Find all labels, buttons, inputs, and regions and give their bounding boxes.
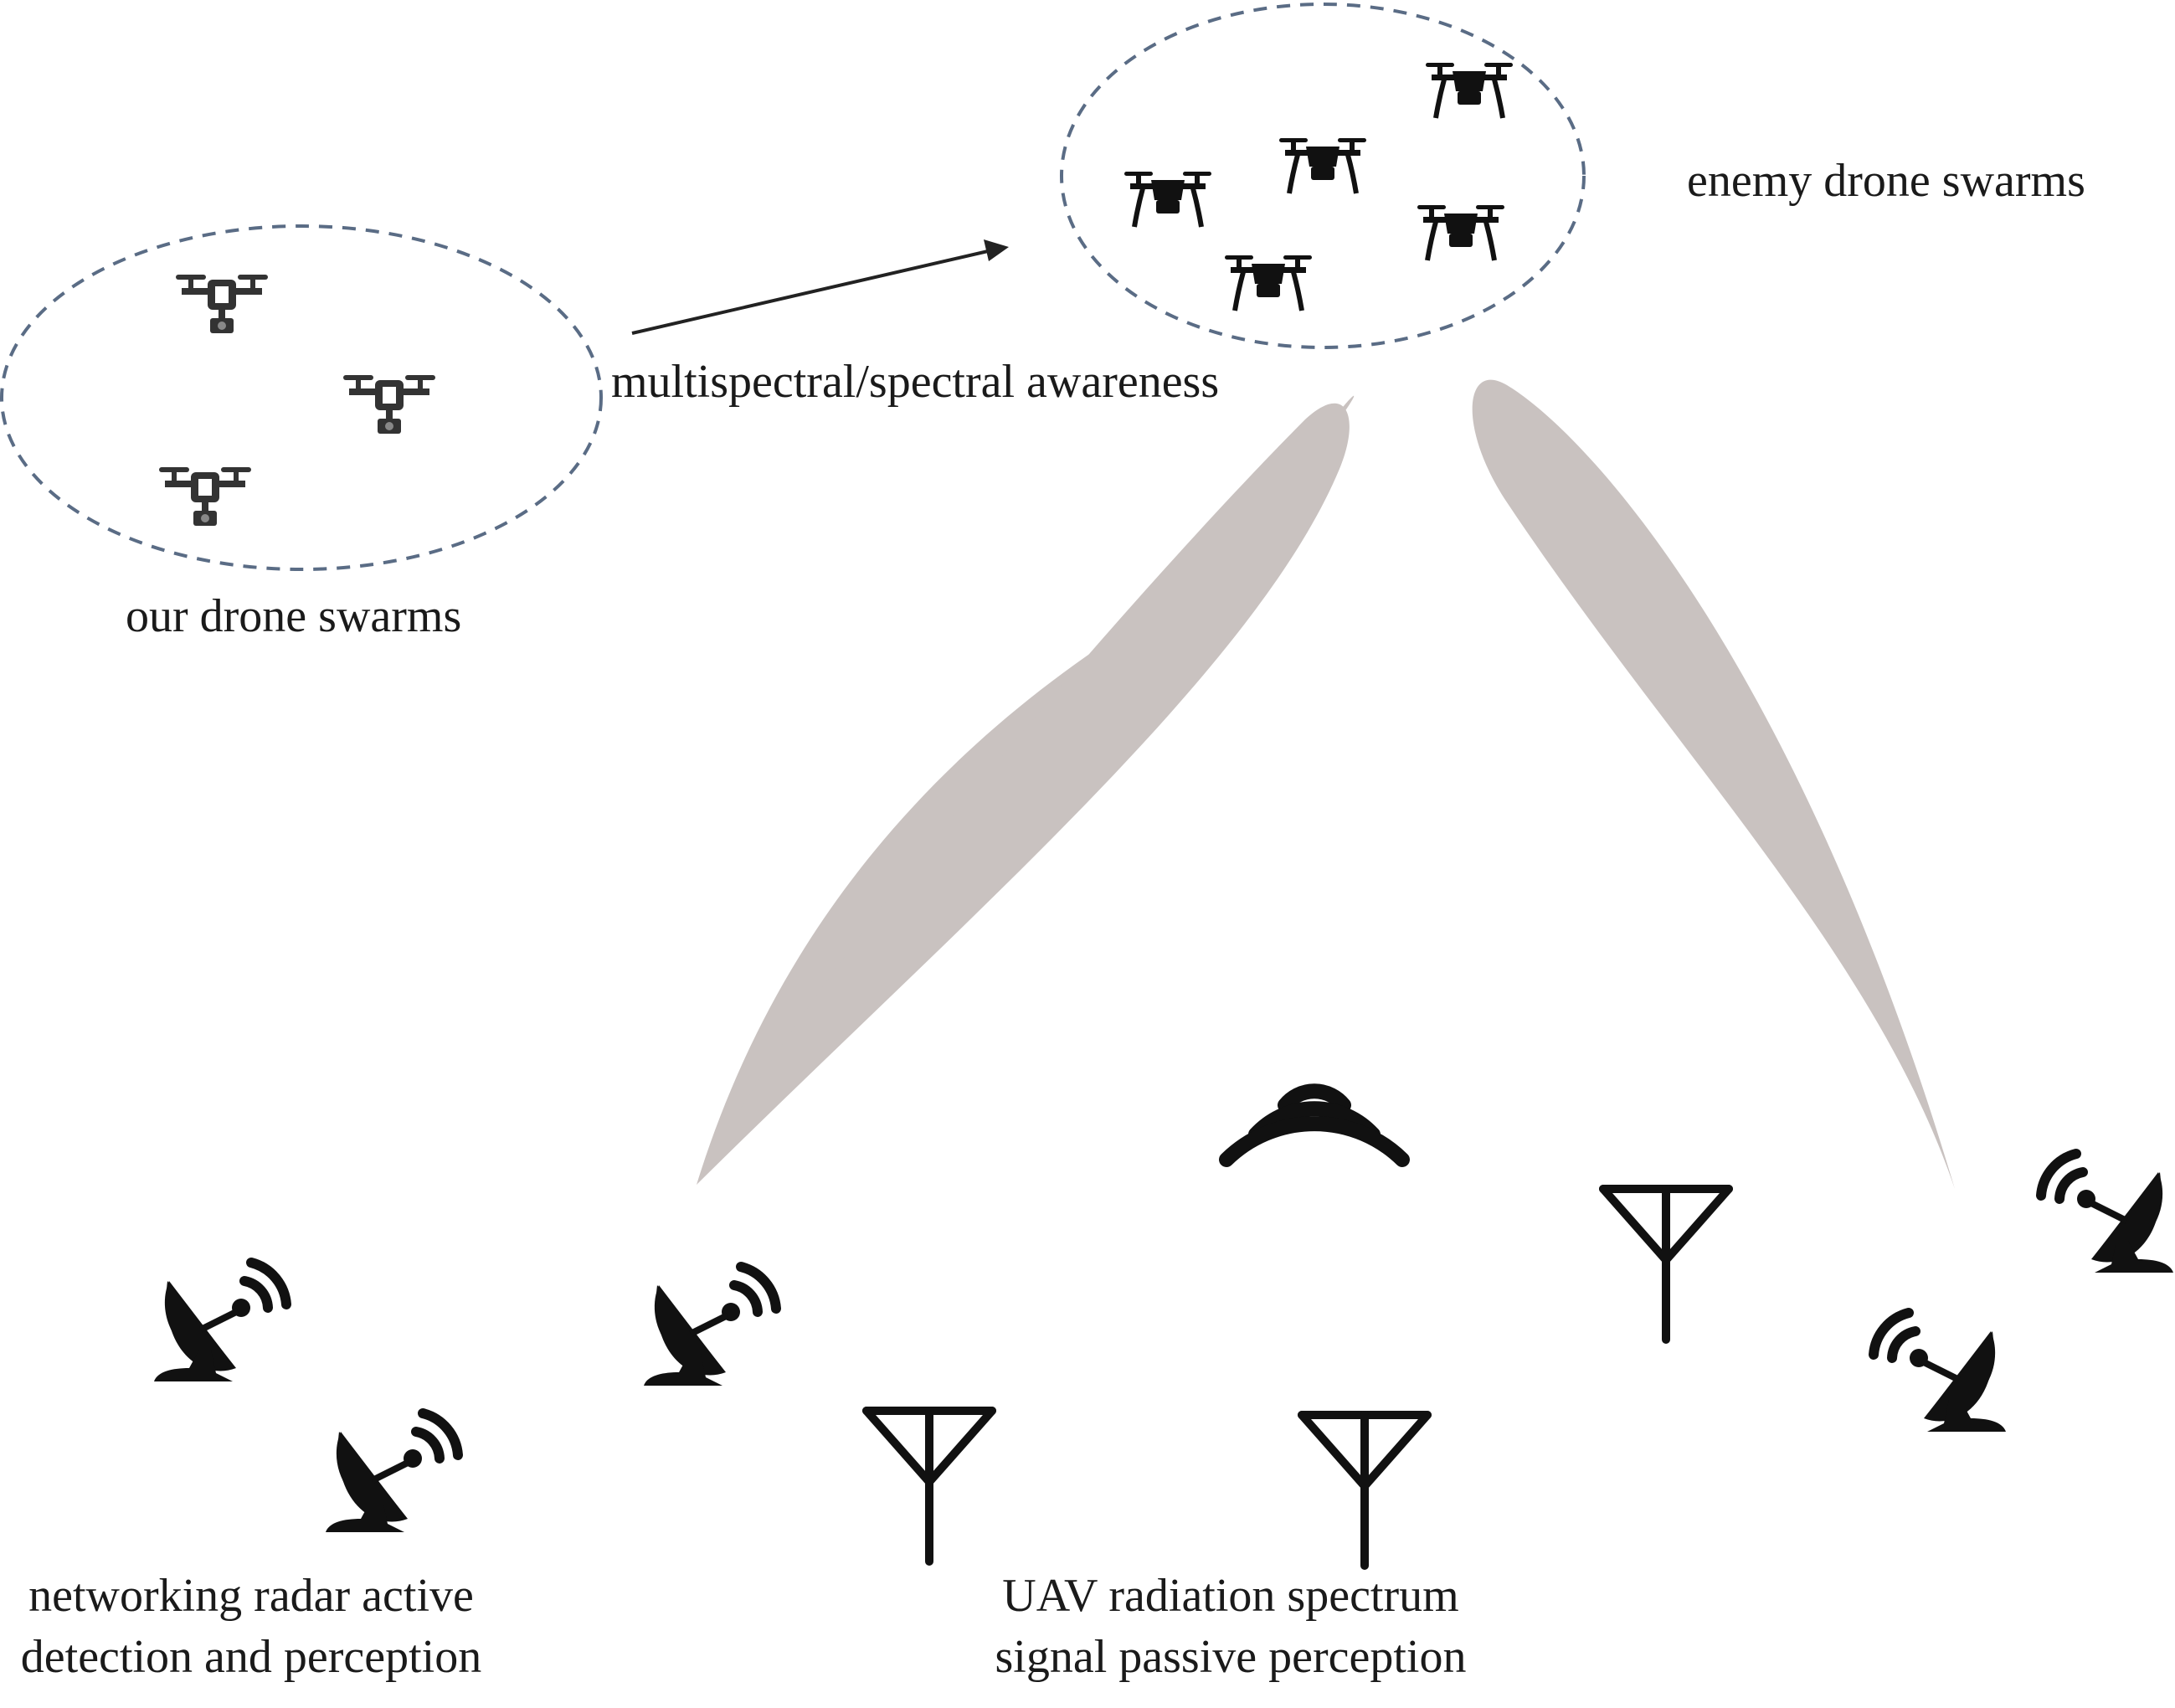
antenna-icon <box>866 1411 992 1561</box>
awareness-label: multispectral/spectral awareness <box>611 356 1220 408</box>
radar-caption: networking radar active detection and pe… <box>8 1566 494 1688</box>
enemy-drone-icon <box>1225 255 1312 311</box>
radar-caption-line2: detection and perception <box>20 1630 482 1683</box>
enemy-swarm-ellipse <box>1060 3 1586 349</box>
radar-dish-icon <box>1874 1313 2006 1432</box>
radar-dish-icon <box>326 1413 458 1532</box>
enemy-drone-icon <box>1124 172 1211 227</box>
our-swarm-label: our drone swarms <box>126 590 462 642</box>
radar-dish-icon <box>644 1267 776 1386</box>
enemy-drone-icon <box>1426 63 1513 118</box>
right-beam <box>1472 379 1955 1189</box>
uav-caption-line1: UAV radiation spectrum <box>1002 1570 1459 1622</box>
enemy-drone-icon <box>1279 138 1366 193</box>
our-swarm-ellipse <box>0 224 603 571</box>
radar-dish-icon <box>154 1263 286 1381</box>
our-drone-icon <box>175 274 269 334</box>
uav-caption: UAV radiation spectrum signal passive pe… <box>971 1566 1490 1688</box>
arrow-head <box>984 239 1009 261</box>
radar-dish-icon <box>2041 1154 2173 1273</box>
antenna-icon <box>1302 1415 1427 1566</box>
awareness-arrow <box>631 250 989 335</box>
enemy-drone-icon <box>1417 205 1504 260</box>
antenna-icon <box>1603 1189 1729 1340</box>
radar-caption-line1: networking radar active <box>28 1570 474 1622</box>
signal-waves-icon <box>1219 1083 1410 1167</box>
our-drone-icon <box>342 374 436 435</box>
our-drone-icon <box>158 466 252 527</box>
left-beam-fill <box>697 403 1350 1185</box>
enemy-swarm-label: enemy drone swarms <box>1687 155 2085 207</box>
uav-caption-line2: signal passive perception <box>995 1630 1467 1683</box>
